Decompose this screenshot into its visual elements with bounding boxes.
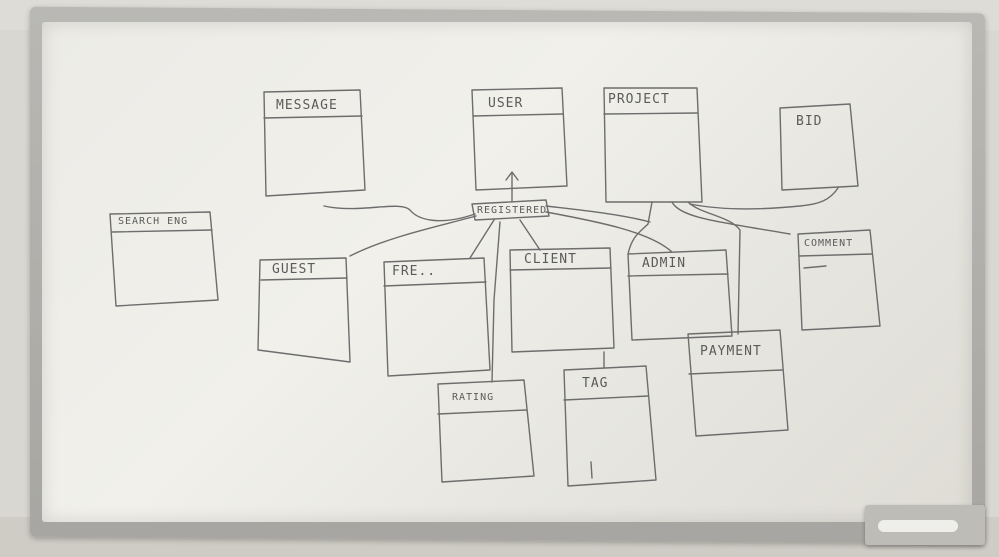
registered-to-admin-line <box>545 211 673 253</box>
search-eng-box <box>109 211 219 307</box>
project-to-registered-line <box>545 205 651 223</box>
project-to-comment-line <box>671 201 791 235</box>
fre-divider <box>383 281 487 287</box>
tag-divider <box>563 395 649 401</box>
comment-attribute-stroke <box>803 265 827 269</box>
fre-to-rating-line <box>491 221 501 383</box>
bid-box <box>779 103 859 191</box>
message-label: MESSAGE <box>276 98 338 113</box>
registered-to-client-line <box>519 219 541 251</box>
client-divider <box>509 267 612 271</box>
guest-label: GUEST <box>272 262 317 277</box>
rating-label: RATING <box>452 392 495 403</box>
project-to-bid-line <box>689 187 839 210</box>
tag-box <box>563 365 657 487</box>
rating-divider <box>437 409 527 415</box>
marker <box>878 520 958 532</box>
client-label: CLIENT <box>524 252 577 267</box>
project-to-admin-line <box>627 201 653 255</box>
payment-divider <box>688 369 783 375</box>
client-box <box>509 247 615 353</box>
comment-divider <box>798 253 873 257</box>
message-to-registered-line <box>323 205 476 222</box>
guest-divider <box>260 277 348 281</box>
comment-label: COMMENT <box>804 238 854 249</box>
comment-box <box>797 229 881 331</box>
payment-label: PAYMENT <box>700 344 762 359</box>
user-divider <box>472 113 564 117</box>
admin-divider <box>627 273 729 277</box>
admin-label: ADMIN <box>642 256 687 271</box>
guest-box <box>257 257 351 363</box>
project-box <box>603 87 703 203</box>
project-to-payment-line <box>687 201 741 335</box>
fre-label: FRE.. <box>392 264 437 279</box>
registered-label: REGISTERED <box>477 205 548 216</box>
bid-label: BID <box>796 114 823 129</box>
payment-box <box>687 329 789 437</box>
arrowhead <box>505 171 519 181</box>
rating-box <box>437 379 535 483</box>
registered-to-fre-line <box>469 219 495 259</box>
fre-box <box>383 257 491 377</box>
message-divider <box>263 115 363 119</box>
tag-attribute-stroke <box>590 461 593 479</box>
user-box <box>471 87 568 191</box>
project-divider <box>603 112 698 115</box>
tag-label: TAG <box>582 376 609 391</box>
user-label: USER <box>488 96 524 111</box>
admin-box <box>627 249 733 341</box>
message-box <box>263 89 366 197</box>
registered-to-guest-line <box>349 215 477 257</box>
search-eng-divider <box>111 229 213 233</box>
search-eng-label: SEARCH ENG <box>118 216 189 227</box>
project-label: PROJECT <box>608 92 670 107</box>
